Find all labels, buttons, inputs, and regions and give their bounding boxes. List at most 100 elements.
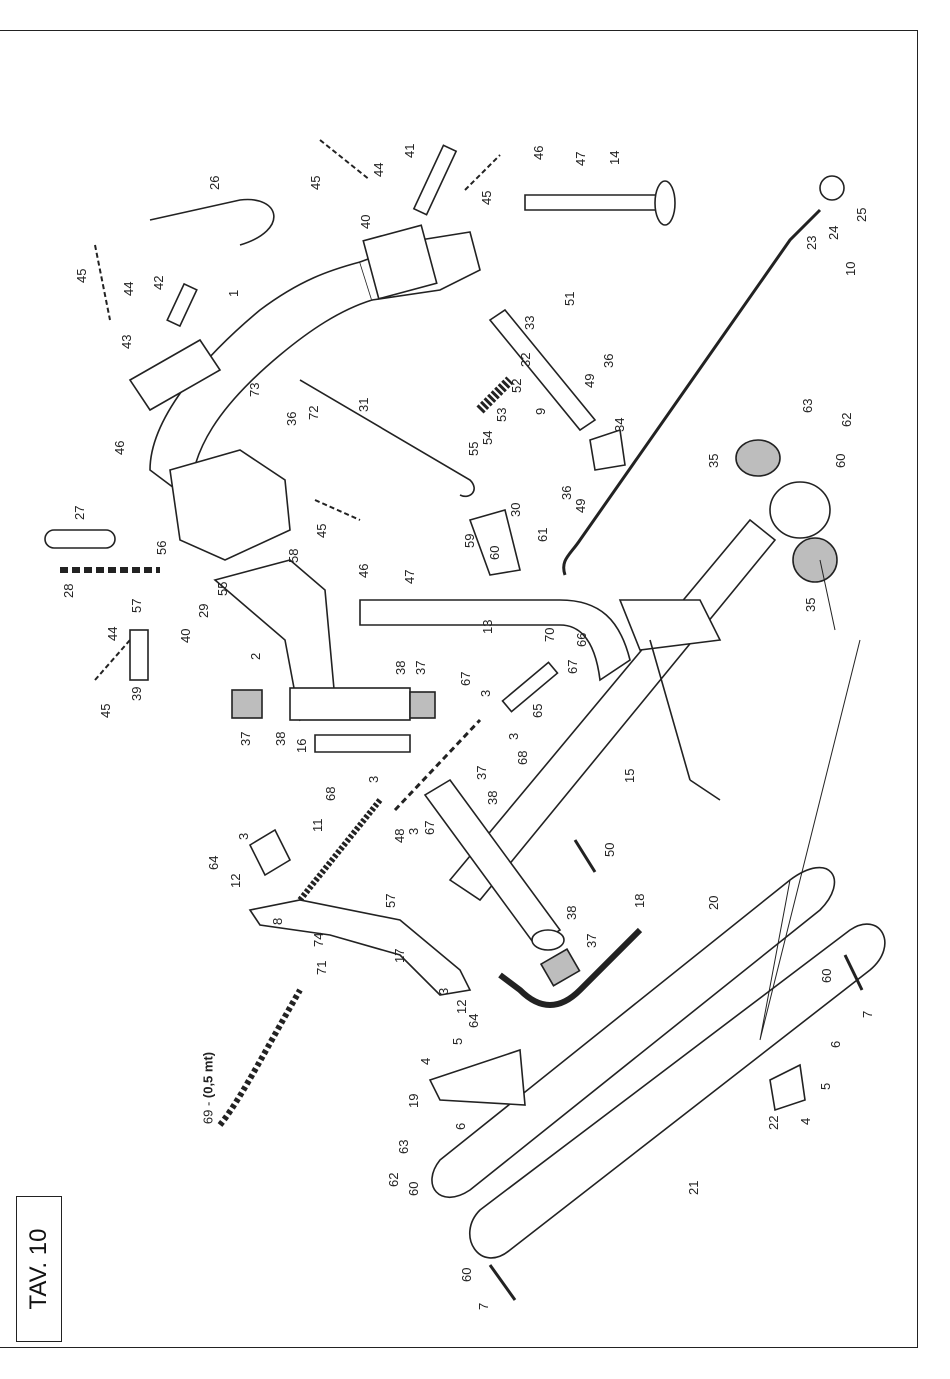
- label-3f: 3: [406, 828, 421, 835]
- table-title-box: [16, 1196, 62, 1342]
- label-62b: 62: [386, 1173, 401, 1187]
- label-2: 2: [248, 653, 263, 660]
- label-28: 28: [61, 584, 76, 598]
- label-4a: 4: [418, 1058, 433, 1065]
- label-7a: 7: [476, 1303, 491, 1310]
- label-26: 26: [207, 176, 222, 190]
- part-bushing-37-left: [231, 689, 263, 719]
- label-7b: 7: [860, 1011, 875, 1018]
- part-support-14: [524, 194, 666, 211]
- label-40b: 40: [358, 215, 373, 229]
- label-47a: 47: [573, 152, 588, 166]
- label-39: 39: [129, 687, 144, 701]
- part-bracket-30: [468, 509, 521, 576]
- label-3d: 3: [506, 733, 521, 740]
- label-23: 23: [804, 236, 819, 250]
- label-49b: 49: [573, 499, 588, 513]
- part-knob-25: [819, 175, 845, 201]
- label-27: 27: [72, 506, 87, 520]
- label-40a: 40: [178, 629, 193, 643]
- label-37b: 37: [413, 661, 428, 675]
- label-44a: 44: [121, 282, 136, 296]
- label-14: 14: [607, 151, 622, 165]
- label-63a: 63: [800, 399, 815, 413]
- part-tube-13: [359, 599, 631, 682]
- label-67a: 67: [458, 672, 473, 686]
- label-32: 32: [518, 353, 533, 367]
- label-19: 19: [406, 1094, 421, 1108]
- label-41: 41: [402, 144, 417, 158]
- label-60c: 60: [406, 1182, 421, 1196]
- label-6b: 6: [828, 1041, 843, 1048]
- label-52: 52: [509, 379, 524, 393]
- label-45c: 45: [479, 191, 494, 205]
- part-arm-33: [488, 308, 597, 432]
- label-36c: 36: [559, 486, 574, 500]
- label-16: 16: [294, 739, 309, 753]
- label-33: 33: [522, 316, 537, 330]
- label-38c: 38: [485, 791, 500, 805]
- spring-note-length: (0,5 mt): [200, 1051, 216, 1099]
- part-hook-26: [149, 198, 275, 246]
- label-60e: 60: [459, 1268, 474, 1282]
- label-12b: 12: [454, 1000, 469, 1014]
- label-71: 71: [314, 961, 329, 975]
- label-22: 22: [766, 1116, 781, 1130]
- label-65: 65: [530, 704, 545, 718]
- label-35a: 35: [706, 454, 721, 468]
- label-36b: 36: [601, 354, 616, 368]
- label-49a: 49: [582, 374, 597, 388]
- label-57a: 57: [129, 599, 144, 613]
- label-57b: 57: [383, 894, 398, 908]
- label-3a: 3: [366, 776, 381, 783]
- label-45d: 45: [314, 524, 329, 538]
- label-53: 53: [494, 408, 509, 422]
- label-68a: 68: [323, 787, 338, 801]
- label-63b: 63: [396, 1140, 411, 1154]
- label-8: 8: [270, 918, 285, 925]
- label-58: 58: [286, 549, 301, 563]
- label-64a: 64: [206, 856, 221, 870]
- part-shield-19: [428, 1048, 526, 1106]
- label-21: 21: [686, 1181, 701, 1195]
- label-51: 51: [562, 292, 577, 306]
- label-34: 34: [612, 418, 627, 432]
- label-38d: 38: [564, 906, 579, 920]
- label-62a: 62: [839, 413, 854, 427]
- label-73: 73: [247, 383, 262, 397]
- label-6a: 6: [453, 1123, 468, 1130]
- drawing-frame: [0, 30, 918, 1348]
- label-37d: 37: [584, 934, 599, 948]
- part-belt-20: [431, 866, 836, 1199]
- label-13: 13: [480, 620, 495, 634]
- label-60b: 60: [833, 454, 848, 468]
- label-38a: 38: [273, 732, 288, 746]
- table-title: TAV. 10: [25, 1228, 52, 1310]
- part-bracket-8: [248, 899, 472, 996]
- label-38b: 38: [393, 661, 408, 675]
- label-61: 61: [535, 528, 550, 542]
- label-3b: 3: [236, 833, 251, 840]
- label-67c: 67: [422, 821, 437, 835]
- label-15: 15: [622, 769, 637, 783]
- label-45a: 45: [74, 269, 89, 283]
- part-bolt-7: [488, 1264, 517, 1301]
- part-turnbuckle-65: [501, 661, 559, 713]
- part-hitch-block: [169, 449, 291, 561]
- label-66: 66: [574, 633, 589, 647]
- label-56: 56: [154, 541, 169, 555]
- spring-note-ref: 69 -: [200, 1098, 216, 1125]
- label-55b: 55: [215, 582, 230, 596]
- label-18: 18: [632, 894, 647, 908]
- label-67b: 67: [565, 660, 580, 674]
- part-chain-48: [393, 718, 482, 812]
- label-3e: 3: [436, 988, 451, 995]
- part-chain-45-a: [94, 244, 111, 321]
- label-42: 42: [151, 276, 166, 290]
- part-spring-11: [297, 798, 383, 902]
- label-70: 70: [542, 628, 557, 642]
- part-cover-21: [469, 923, 886, 1259]
- label-64b: 64: [466, 1014, 481, 1028]
- label-3c: 3: [478, 690, 493, 697]
- label-5a: 5: [450, 1038, 465, 1045]
